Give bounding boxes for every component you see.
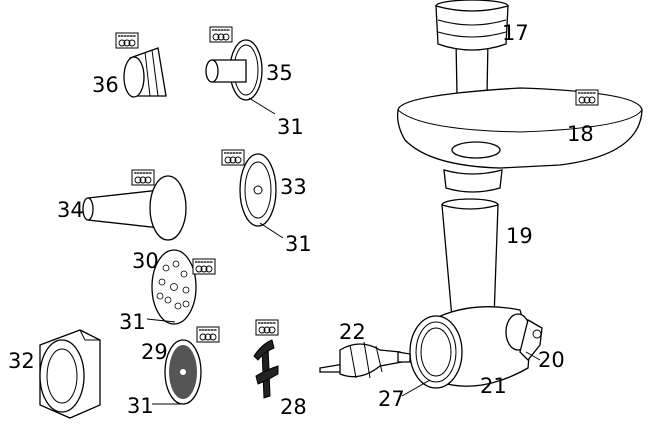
callout-28: 28 [280,395,307,419]
callout-30: 30 [132,249,159,273]
part-19-feed-tube [441,198,499,319]
part-34-sausage-horn [82,175,187,241]
callout-31: 31 [119,310,146,334]
callout-33: 33 [280,175,307,199]
callout-31: 31 [127,394,154,418]
part-33-disc [239,153,277,227]
dishwasher-safe-icon [192,258,216,275]
dishwasher-safe-icon [196,326,220,343]
dishwasher-safe-icon [131,169,155,186]
callout-20: 20 [538,348,565,372]
part-35-nozzle [205,39,263,101]
part-28-blade [253,339,279,399]
part-32-ring-nut [39,329,101,419]
dishwasher-safe-icon [221,149,245,166]
dishwasher-safe-icon [255,319,279,336]
part-36-cone [123,47,167,98]
dishwasher-safe-icon [575,89,599,106]
part-18-tray [397,87,643,193]
callout-34: 34 [57,198,84,222]
callout-36: 36 [92,73,119,97]
callout-32: 32 [8,349,35,373]
part-22-auger [319,341,411,379]
part-30-coarse-plate [151,249,197,325]
part-27-ring [409,315,463,389]
callout-29: 29 [141,340,168,364]
dishwasher-safe-icon [209,26,233,43]
callout-27: 27 [378,387,405,411]
leader-lines [146,97,541,405]
callout-22: 22 [339,320,366,344]
callout-31: 31 [277,115,304,139]
callout-35: 35 [266,61,293,85]
callout-17: 17 [502,21,529,45]
callout-21: 21 [480,374,507,398]
dishwasher-safe-icon [115,32,139,49]
part-29-fine-plate [164,339,202,405]
callout-19: 19 [506,224,533,248]
callout-18: 18 [567,122,594,146]
callout-31: 31 [285,232,312,256]
